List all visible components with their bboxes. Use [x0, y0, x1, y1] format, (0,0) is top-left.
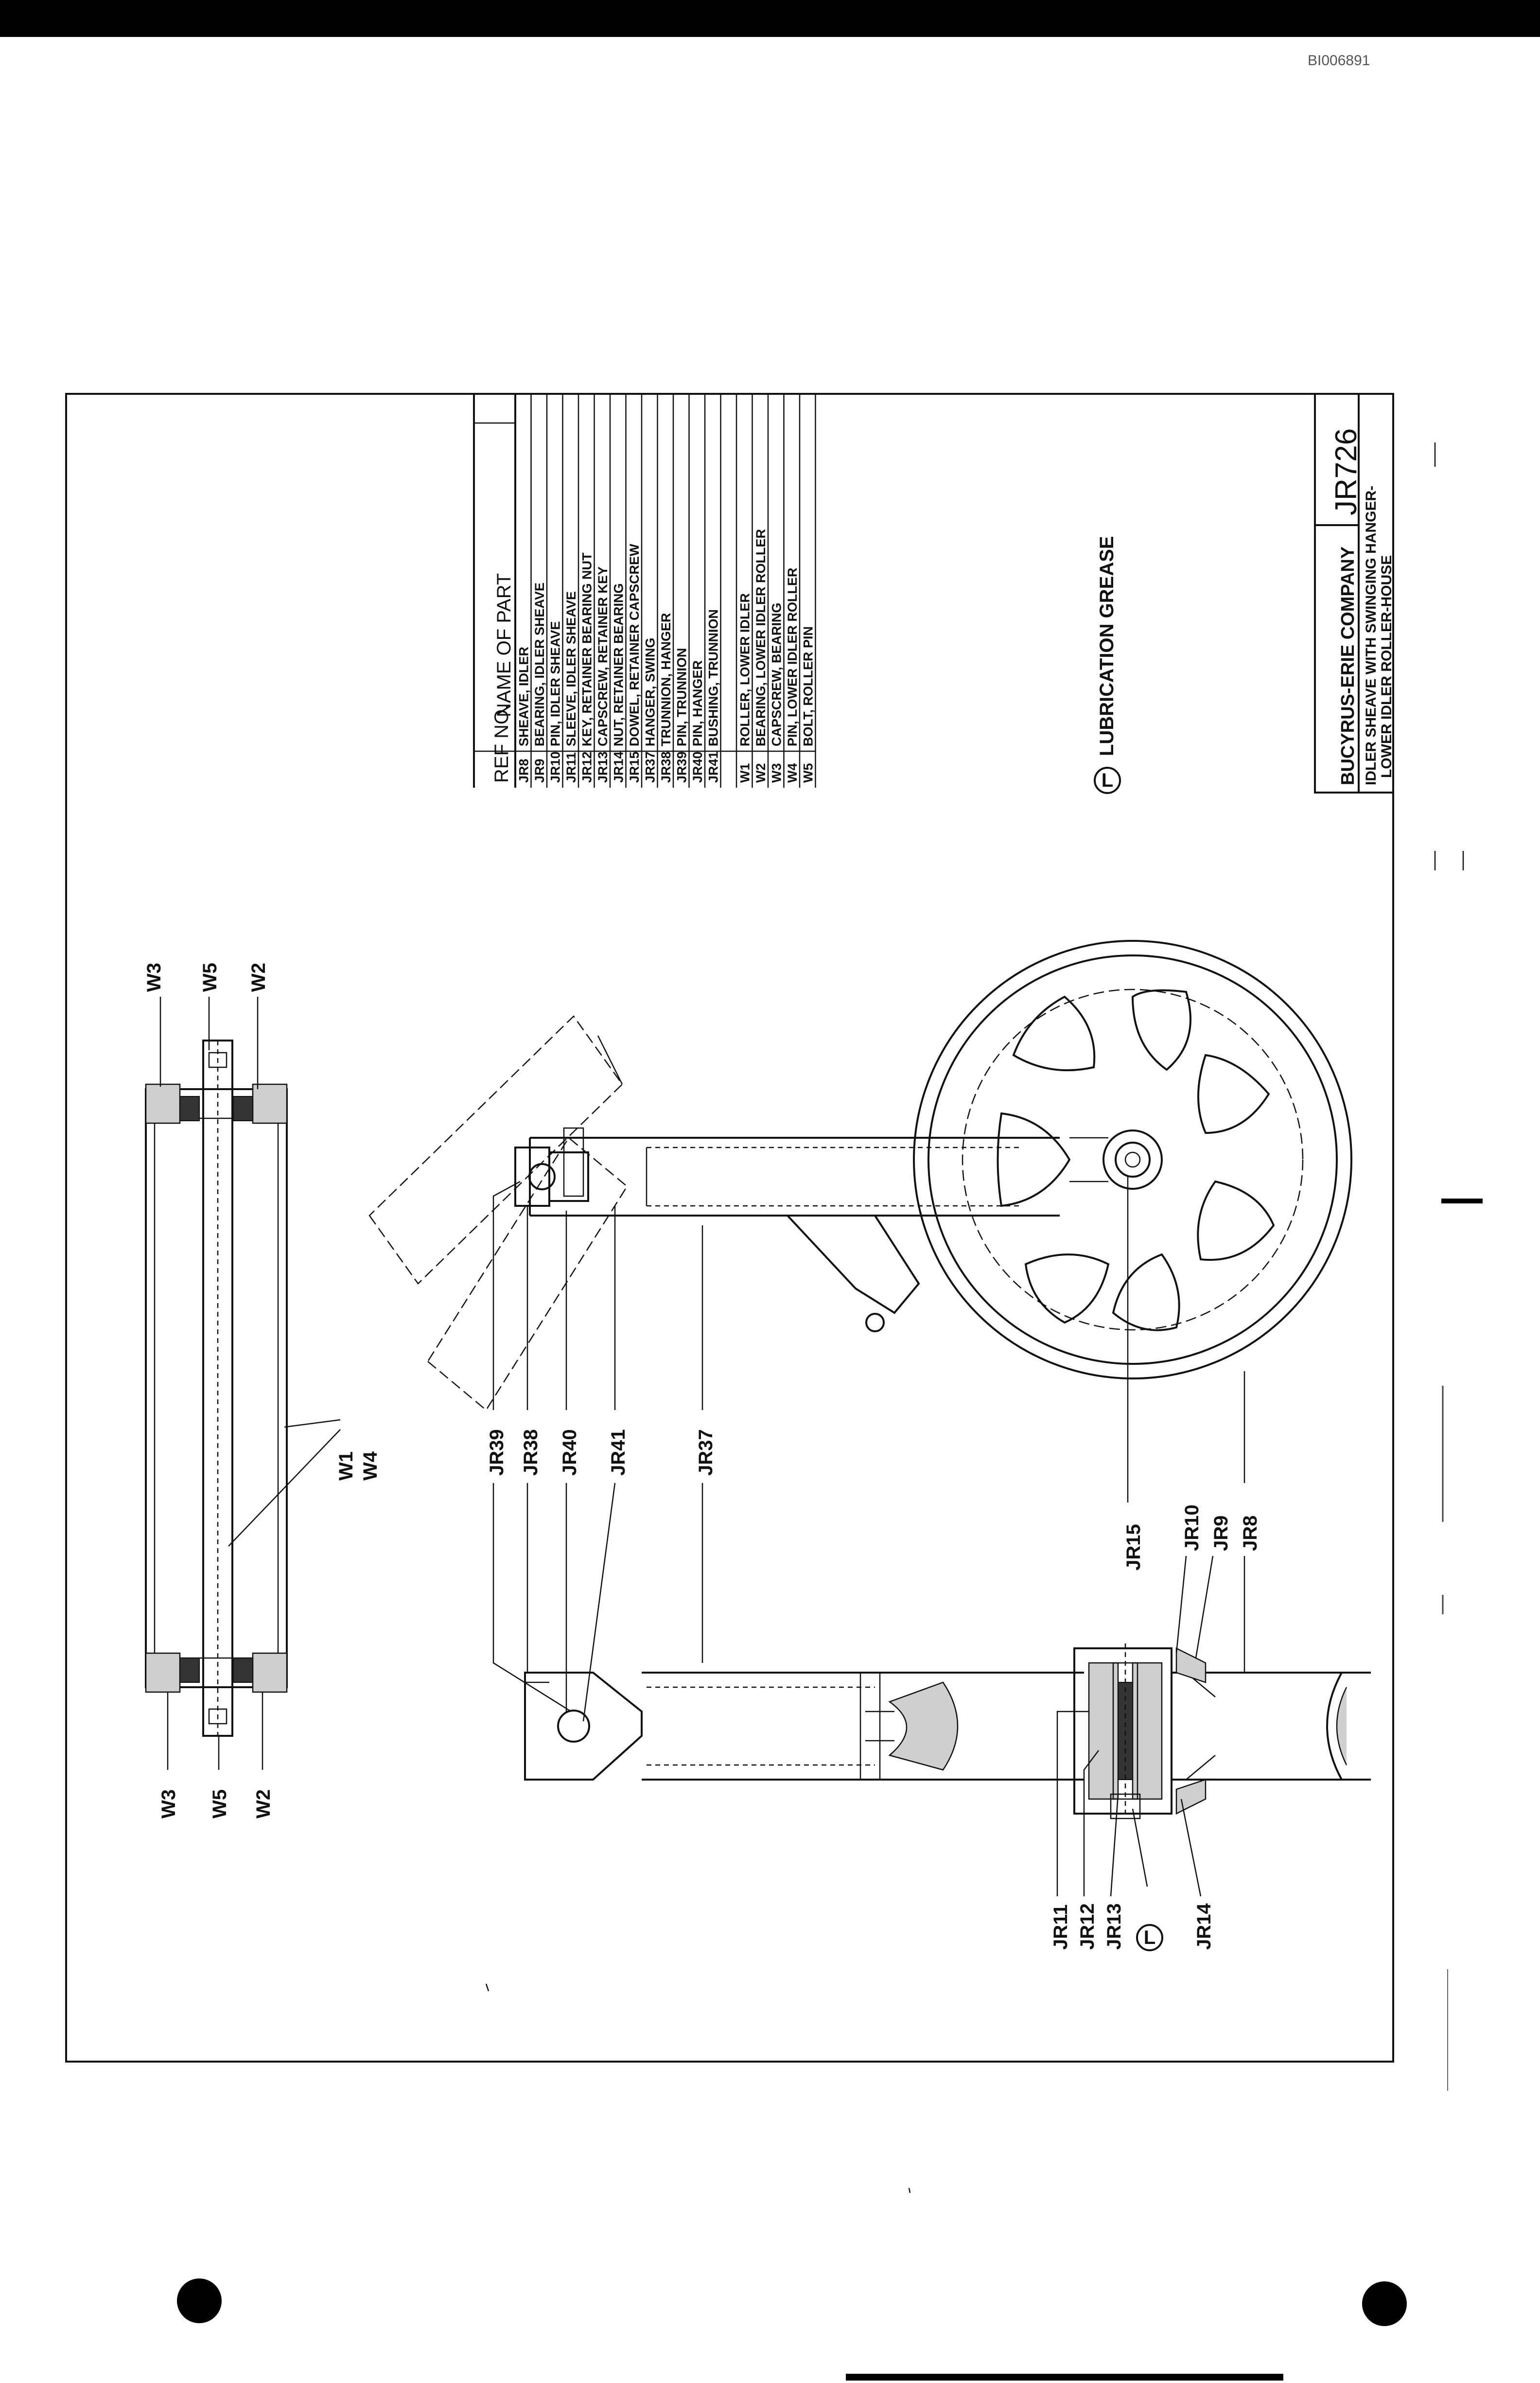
scan-edge-bottom	[846, 2374, 1283, 2381]
table-cell-name: TRUNNION, HANGER	[659, 613, 673, 747]
title-drawing-no: JR726	[1330, 428, 1363, 515]
sheave-spoke-windows	[997, 989, 1275, 1331]
table-cell-name: CAPSCREW, RETAINER KEY	[595, 566, 610, 746]
table-cell-ref: JR13	[595, 751, 610, 783]
table-cell-name: DOWEL, RETAINER CAPSCREW	[627, 544, 642, 746]
label-jr41: JR41	[608, 1429, 629, 1476]
table-cell-ref: JR38	[659, 751, 673, 783]
table-cell-name: NUT, RETAINER BEARING	[612, 583, 626, 746]
label-jr14: JR14	[1193, 1903, 1215, 1950]
table-cell-name: BEARING, IDLER SHEAVE	[532, 583, 547, 746]
title-company: BUCYRUS-ERIE COMPANY	[1338, 547, 1358, 785]
table-header-ref: REF NO.	[491, 704, 512, 783]
table-cell-name: SHEAVE, IDLER	[517, 647, 531, 746]
table-cell-ref: JR40	[690, 751, 705, 783]
label-jr8: JR8	[1240, 1516, 1261, 1551]
lower-idler-roller	[145, 1040, 288, 1737]
label-jr12: JR12	[1077, 1903, 1098, 1950]
scan-speck	[908, 2188, 911, 2193]
table-cell-ref: W3	[770, 763, 784, 783]
table-cell-ref: W1	[738, 763, 752, 783]
label-w3-bottom: W3	[158, 1789, 179, 1818]
lubrication-symbol-icon	[1094, 767, 1121, 794]
label-jr9: JR9	[1210, 1516, 1232, 1551]
lubrication-symbol-label: L	[1102, 770, 1113, 791]
punch-hole-right	[1362, 2281, 1407, 2326]
label-jr11: JR11	[1050, 1905, 1071, 1950]
table-cell-ref: JR10	[548, 751, 563, 783]
document-id: BI006891	[1308, 53, 1370, 69]
table-cell-ref: W4	[785, 763, 800, 783]
table-cell-ref: JR8	[517, 759, 531, 783]
swing-hanger-top-view	[368, 940, 1352, 1411]
title-block: BUCYRUS-ERIE COMPANY JR726 IDLER SHEAVE …	[1314, 393, 1395, 794]
label-w1: W1	[335, 1451, 357, 1481]
label-w2-bottom: W2	[253, 1789, 274, 1818]
table-cell-name: CAPSCREW, BEARING	[770, 602, 784, 746]
table-cell-name: PIN, IDLER SHEAVE	[548, 621, 563, 746]
table-cell-ref: JR9	[532, 759, 547, 783]
table-cell-name: BOLT, ROLLER PIN	[801, 626, 816, 746]
table-cell-name: HANGER, SWING	[643, 637, 658, 746]
hub-lubrication-icon	[1136, 1924, 1163, 1951]
table-cell-ref: W2	[753, 763, 768, 783]
label-jr38: JR38	[520, 1429, 542, 1476]
table-cell-ref: W5	[801, 763, 816, 783]
table-cell-ref: JR37	[643, 751, 658, 783]
table-cell-name: PIN, HANGER	[690, 660, 705, 746]
scan-edge-top	[0, 0, 1540, 37]
label-jr39: JR39	[486, 1429, 508, 1476]
label-w5-bottom: W5	[209, 1789, 230, 1818]
table-cell-name: PIN, LOWER IDLER ROLLER	[785, 568, 800, 747]
label-jr37: JR37	[695, 1429, 717, 1476]
idler-sheave-outline	[913, 940, 1352, 1379]
label-hub-lubrication: L	[1144, 1927, 1155, 1948]
table-cell-name: PIN, TRUNNION	[675, 648, 689, 747]
swing-hanger-side-view	[524, 1643, 1371, 1819]
table-cell-name: BEARING, LOWER IDLER ROLLER	[753, 529, 768, 746]
table-cell-ref: JR39	[675, 751, 689, 783]
label-w4: W4	[360, 1451, 381, 1481]
label-w5-top: W5	[199, 963, 221, 992]
title-line-2: LOWER IDLER ROLLER-HOUSE	[1379, 555, 1395, 778]
table-cell-ref: JR14	[612, 751, 626, 783]
title-line-1: IDLER SHEAVE WITH SWINGING HANGER-	[1363, 486, 1379, 785]
sheave-callouts: JR15 JR10 JR9 JR8	[1123, 1177, 1261, 1673]
label-jr13: JR13	[1103, 1903, 1125, 1950]
lubrication-text: LUBRICATION GREASE	[1096, 536, 1118, 756]
table-cell-ref: JR41	[706, 751, 721, 783]
table-cell-name: ROLLER, LOWER IDLER	[738, 593, 752, 746]
punch-hole-left	[177, 2278, 222, 2323]
roller-callouts: W3 W5 W2 W1 W4 W3 W5 W2	[143, 963, 381, 1818]
scan-speck	[485, 1983, 490, 1992]
margin-marks	[1434, 442, 1483, 2091]
hanger-callouts: JR39 JR38 JR40 JR41 JR37	[486, 1181, 717, 1722]
label-jr15: JR15	[1123, 1524, 1144, 1571]
table-cell-name: SLEEVE, IDLER SHEAVE	[564, 591, 578, 746]
table-cell-ref: JR15	[627, 751, 642, 783]
label-jr10: JR10	[1181, 1504, 1203, 1551]
drawing-border	[65, 393, 1394, 2063]
label-w2-top: W2	[248, 963, 269, 992]
table-cell-name: BUSHING, TRUNNION	[706, 609, 721, 746]
table-cell-ref: JR11	[564, 752, 578, 783]
table-cell-ref: JR12	[580, 751, 595, 783]
lubrication-note: L LUBRICATION GREASE	[1094, 536, 1121, 794]
label-jr40: JR40	[559, 1429, 580, 1476]
table-cell-name: KEY, RETAINER BEARING NUT	[580, 552, 595, 746]
table-header-name: NAME OF PART	[493, 573, 515, 717]
hub-callouts: JR11 JR12 JR13 L JR14	[1050, 1711, 1215, 1951]
label-w3-top: W3	[143, 963, 165, 992]
